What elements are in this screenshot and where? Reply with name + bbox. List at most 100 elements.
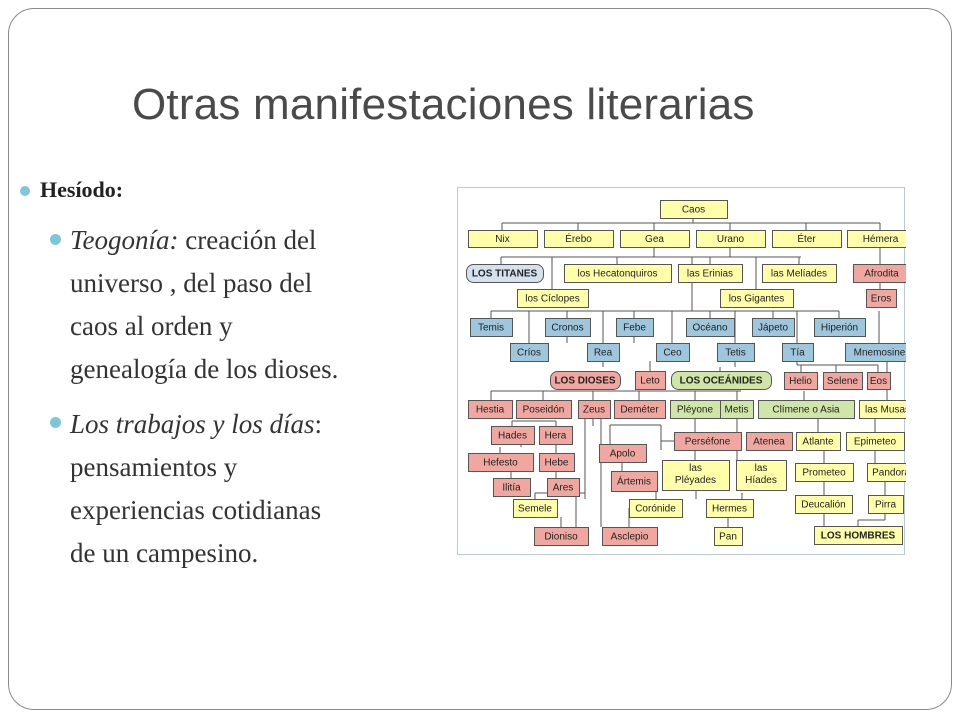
node-afrodita: Afrodita (853, 264, 906, 283)
node-ares: Ares (547, 478, 580, 497)
node-ceo: Ceo (656, 343, 690, 362)
node-label: Apolo (610, 449, 636, 460)
node-hera: Hera (539, 426, 573, 445)
node-label: las Melíades (771, 269, 827, 280)
node-eros: Eros (866, 289, 897, 308)
node-box (814, 526, 903, 545)
node-helio: Helio (784, 372, 818, 390)
slide-title: Otras manifestaciones literarias (132, 80, 755, 129)
node-epimeteo: Epimeteo (846, 432, 905, 451)
bullet-trabajos-line: de un campesino. (70, 538, 259, 568)
node-pirra: Pirra (868, 495, 904, 514)
node-label: Éter (797, 232, 816, 245)
node-label: Hermes (712, 504, 747, 515)
node-box (470, 318, 513, 337)
node-box (782, 343, 814, 362)
node-label: las (755, 463, 768, 474)
node-label: Océano (692, 323, 727, 334)
node-box (867, 463, 906, 482)
node-label: Pirra (875, 500, 897, 511)
connector-lines (490, 218, 888, 527)
node-oceano: Océano (686, 318, 735, 337)
node-label: Deméter (620, 405, 659, 416)
node-box (859, 400, 906, 419)
node-label: las Erinias (687, 269, 733, 280)
node-label: los Gigantes (729, 294, 785, 305)
node-label: Epimeteo (854, 437, 897, 448)
node-box (599, 444, 647, 463)
node-box (795, 463, 854, 482)
node-meliades: las Melíades (762, 264, 837, 283)
node-label: Atenea (753, 437, 785, 448)
node-apolo: Apolo (599, 444, 647, 463)
node-box (714, 527, 743, 546)
node-box (468, 453, 534, 472)
node-label: Hiperión (821, 323, 858, 334)
node-box (517, 289, 589, 308)
node-box (845, 343, 906, 362)
node-label: Gea (645, 234, 664, 245)
node-label: Ceo (663, 348, 682, 359)
node-caos: Caos (660, 200, 728, 219)
node-label: Urano (717, 234, 745, 245)
node-atlante: Atlante (796, 432, 841, 451)
node-label: Metis (725, 405, 749, 416)
bullet-teogonia-line: caos al orden y (70, 311, 233, 341)
node-label: Mnemosine (854, 348, 906, 359)
node-tia: Tía (782, 343, 814, 362)
node-nix: Nix (468, 230, 538, 248)
node-box (662, 460, 730, 491)
bullet-teogonia-line: creación del (185, 225, 317, 255)
node-poseidon: Poseidón (516, 400, 572, 419)
node-asclepio: Asclepio (602, 527, 658, 546)
node-hecatonquiros: los Hecatonquiros (564, 264, 672, 283)
node-mnemosine: Mnemosine (845, 343, 906, 362)
bullet-trabajos: Los trabajos y los días: pensamientos y … (70, 403, 322, 575)
node-dioses: LOS DIOSES (550, 371, 621, 390)
bullet-teogonia-line: universo , del paso del (70, 268, 313, 298)
node-box (656, 343, 690, 362)
node-box (772, 230, 842, 248)
node-hemera: Hémera (847, 230, 906, 248)
node-box (720, 289, 794, 308)
node-box (539, 453, 575, 472)
bullet-trabajos-title: Los trabajos y los días (70, 409, 315, 439)
node-label: Selene (827, 376, 859, 387)
node-box (539, 426, 573, 445)
node-erebo: Érebo (544, 230, 614, 248)
bullet-dot (50, 234, 61, 245)
bullet-teogonia: Teogonía: creación del universo , del pa… (70, 219, 338, 391)
node-box (762, 264, 837, 283)
bullet-dot (20, 186, 30, 196)
node-label: Febe (623, 323, 646, 334)
node-label: Pan (719, 532, 737, 543)
node-ciclopes: los Cíclopes (517, 289, 589, 308)
node-label: Hestia (476, 405, 505, 416)
node-gigantes: los Gigantes (720, 289, 794, 308)
node-prometeo: Prometeo (795, 463, 854, 482)
node-label: LOS OCEÁNIDES (680, 374, 763, 387)
node-rea: Rea (587, 343, 620, 362)
bullet-teogonia-title: Teogonía: (70, 225, 179, 255)
node-box (493, 478, 531, 497)
node-label: Poseidón (523, 405, 565, 416)
node-label: LOS DIOSES (554, 376, 615, 387)
node-demeter: Deméter (614, 400, 666, 419)
node-label: las Musas (865, 405, 906, 416)
node-label: los Cíclopes (525, 294, 579, 305)
node-cronos: Cronos (545, 318, 591, 337)
node-box (466, 264, 544, 283)
node-label: Rea (594, 348, 613, 359)
node-box (867, 372, 891, 390)
node-label: Dioniso (544, 532, 578, 543)
node-climene: Clímene o Asia (758, 400, 855, 419)
node-artemis: Ártemis (611, 471, 658, 492)
node-deucalion: Deucalión (795, 495, 853, 514)
node-label: Hefesto (483, 458, 518, 469)
node-label: Corónide (635, 504, 676, 515)
node-box (686, 318, 735, 337)
node-label: Ártemis (617, 475, 651, 488)
node-box (717, 343, 755, 362)
node-label: Semele (518, 504, 552, 515)
